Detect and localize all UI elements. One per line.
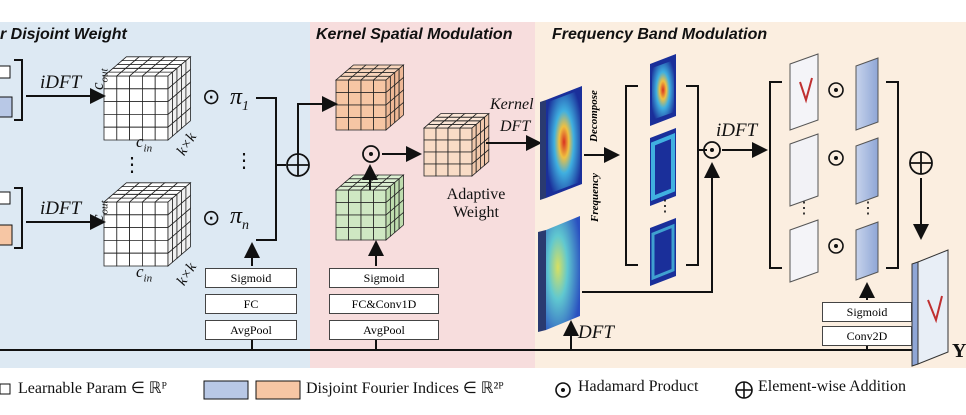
mid-fc-conv1d-block: FC&Conv1D [329, 294, 439, 314]
kernel-dft-label-2: DFT [500, 118, 531, 135]
left-fc-block: FC [205, 294, 297, 314]
legend-learnable: Learnable Param ∈ ℝᴾ [18, 380, 167, 397]
orange-kernel-cube [334, 64, 405, 131]
legend-addition: Element-wise Addition [758, 378, 906, 395]
weight-cube-top [102, 55, 192, 141]
right-conv2d-block: Conv2D [822, 326, 912, 346]
vdots-spatial: ⋮ [796, 200, 812, 217]
weight-cube-bottom [102, 181, 192, 267]
idft-freq-label: iDFT [716, 120, 758, 141]
spatial-bracket-right [886, 81, 899, 269]
legend-icons [0, 380, 753, 400]
output-y-label: Y [952, 340, 966, 362]
spatial-band-maps [789, 53, 879, 283]
odot-right-column [828, 82, 844, 254]
odot-pi1: ⊙ [202, 84, 221, 109]
left-sigmoid-block: Sigmoid [205, 268, 297, 288]
vdots-gates: ⋮ [860, 200, 876, 217]
idft-label-bottom: iDFT [40, 198, 82, 219]
section-title-kernel-spatial: Kernel Spatial Modulation [316, 26, 513, 43]
input-feature-map [538, 216, 580, 332]
vdots-cubes: ⋮ [122, 154, 142, 176]
feature-to-odot-arrow [582, 162, 720, 293]
pi1-label: π1 [230, 84, 250, 114]
vdots-pi: ⋮ [234, 150, 254, 172]
cout-label-bottom: cout [88, 200, 111, 222]
learnable-param-icon-bottom [0, 191, 13, 246]
idft-label-top: iDFT [40, 72, 82, 93]
kernel-spectrum-map [540, 86, 582, 200]
cin-label-bottom: cin [136, 262, 153, 285]
spatial-bracket-left [769, 81, 782, 269]
odot-pin: ⊙ [202, 205, 221, 230]
odot-middle [362, 145, 380, 163]
output-y-map [911, 249, 949, 367]
section-title-disjoint-weight: r Disjoint Weight [0, 26, 127, 43]
kernel-dft-label: Kernel [490, 96, 534, 113]
section-title-frequency-band: Frequency Band Modulation [552, 26, 768, 43]
bracket-top [14, 59, 23, 121]
band-bracket-right [686, 85, 699, 266]
adaptive-weight-cube [422, 112, 490, 177]
frequency-band-maps [650, 54, 676, 286]
legend-hadamard: Hadamard Product [578, 378, 699, 395]
frequency-label: Frequency [589, 173, 601, 222]
legend-disjoint: Disjoint Fourier Indices ∈ ℝ²ᴾ [306, 380, 504, 397]
pin-label: πn [230, 203, 250, 233]
bracket-bottom [14, 187, 23, 249]
cin-label-top: cin [136, 132, 153, 155]
dft-bottom-label: DFT [578, 322, 614, 343]
right-sigmoid-block: Sigmoid [822, 302, 912, 322]
mid-sigmoid-block: Sigmoid [329, 268, 439, 288]
mid-avgpool-block: AvgPool [329, 320, 439, 340]
learnable-param-icon-top [0, 65, 13, 118]
pi-bracket [256, 97, 277, 241]
odot-frequency [703, 141, 721, 159]
oplus-to-orange-arrow [297, 96, 338, 154]
decompose-label: Decompose [588, 90, 600, 142]
weight-cubes [102, 55, 490, 267]
cout-label-top: cout [88, 68, 111, 90]
band-bracket-left [625, 85, 638, 266]
left-avgpool-block: AvgPool [205, 320, 297, 340]
vdots-bands: ⋮ [657, 198, 673, 215]
